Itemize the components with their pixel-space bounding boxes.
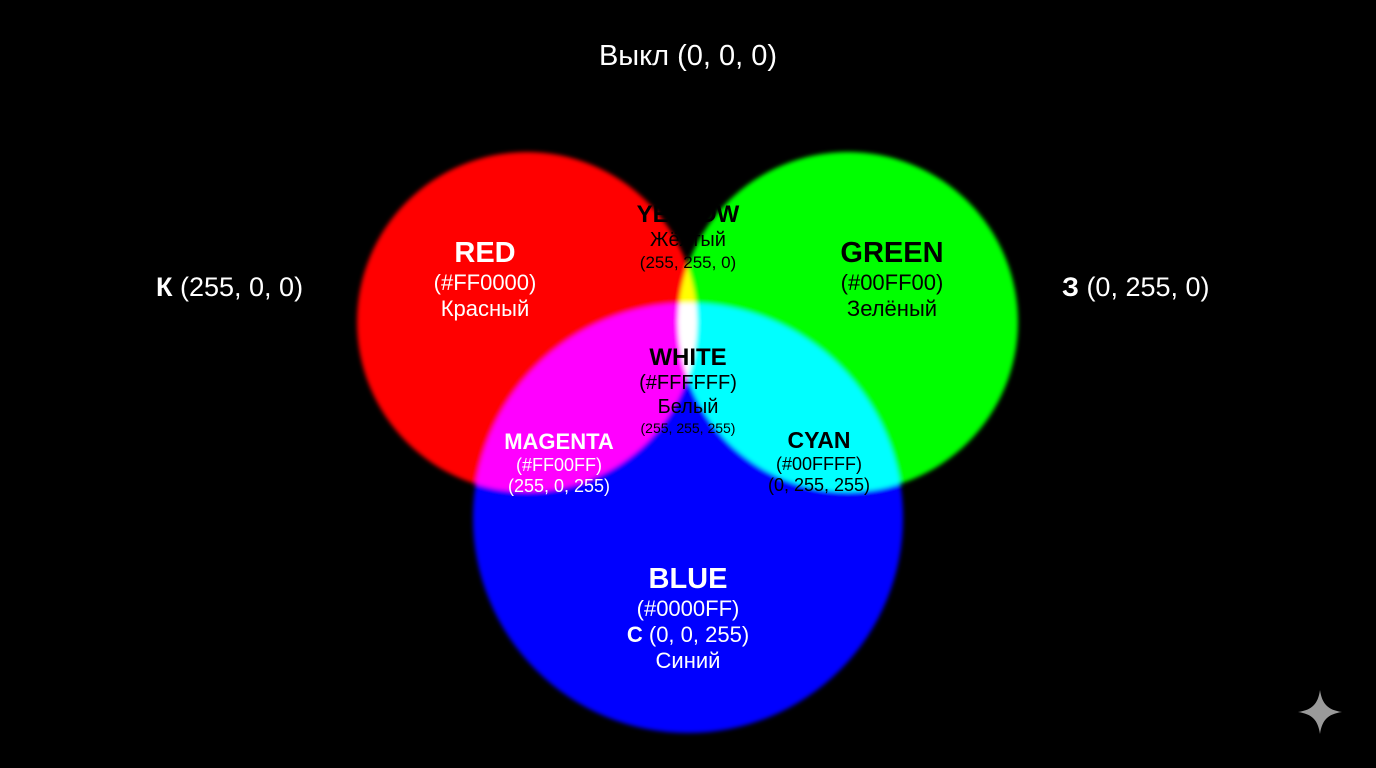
yellow-region-label: YELLOW Жёлтый (255, 255, 0): [637, 201, 740, 273]
blue-hex: (#0000FF): [636, 596, 740, 622]
green-region-label: GREEN (#00FF00) Зелёный: [840, 236, 943, 322]
red-channel-label: К (255, 0, 0): [156, 272, 303, 303]
yellow-ru: Жёлтый: [650, 229, 726, 252]
magenta-region-label: MAGENTA (#FF00FF) (255, 0, 255): [504, 429, 614, 497]
sparkle-icon: [1298, 690, 1342, 734]
red-ru: Красный: [440, 296, 530, 322]
yellow-rgb: (255, 255, 0): [639, 252, 737, 272]
green-hex: (#00FF00): [840, 270, 944, 296]
white-ru: Белый: [657, 395, 719, 418]
green-channel-label: З (0, 255, 0): [1062, 272, 1210, 303]
red-region-label: RED (#FF0000) Красный: [434, 236, 537, 322]
blue-ru: Синий: [655, 648, 721, 674]
white-hex: (#FFFFFF): [639, 372, 737, 395]
magenta-hex: (#FF00FF): [515, 454, 602, 475]
yellow-name: YELLOW: [636, 201, 740, 228]
green-ru: Зелёный: [846, 296, 938, 322]
off-label: Выкл (0, 0, 0): [598, 40, 778, 72]
cyan-hex: (#00FFFF): [775, 454, 863, 475]
blue-circle: [473, 303, 903, 733]
blue-rgb: (0, 0, 255): [648, 622, 750, 648]
white-region-label: WHITE (#FFFFFF) Белый (255, 255, 255): [639, 344, 737, 436]
white-rgb: (255, 255, 255): [640, 419, 736, 436]
white-name: WHITE: [649, 344, 727, 371]
blue-rgb-line: С (0, 0, 255): [627, 622, 749, 648]
green-name: GREEN: [840, 237, 944, 269]
cyan-region-label: CYAN (#00FFFF) (0, 255, 255): [768, 427, 870, 497]
cyan-name: CYAN: [787, 427, 851, 453]
red-hex: (#FF0000): [433, 270, 537, 296]
magenta-rgb: (255, 0, 255): [507, 476, 611, 497]
blue-region-label: BLUE (#0000FF) С (0, 0, 255) Синий: [627, 562, 749, 674]
red-name: RED: [454, 237, 516, 269]
cyan-rgb: (0, 255, 255): [767, 475, 871, 496]
blue-letter: С: [626, 622, 643, 648]
magenta-name: MAGENTA: [504, 429, 614, 454]
red-channel-rgb: (255, 0, 0): [180, 272, 304, 302]
green-channel-rgb: (0, 255, 0): [1086, 272, 1210, 302]
red-channel-letter: К: [156, 272, 173, 302]
green-channel-letter: З: [1062, 272, 1079, 302]
blue-name: BLUE: [648, 563, 728, 595]
